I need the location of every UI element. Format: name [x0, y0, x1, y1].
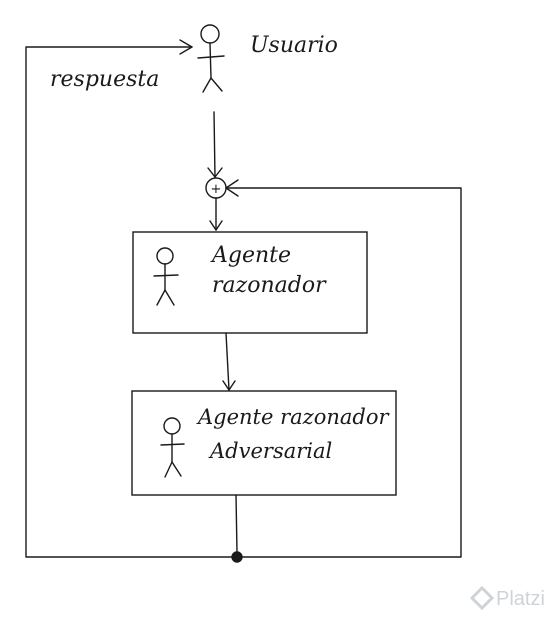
usuario-to-sum-arrow	[213, 111, 216, 178]
platzi-logo-icon	[469, 585, 495, 611]
adversarial-feedback-line	[227, 187, 462, 558]
agente-razonador-label-line1: Agente	[210, 243, 291, 268]
sum-symbol: +	[211, 182, 222, 197]
platzi-watermark-text: Platzi	[496, 588, 545, 610]
agente-adversarial-label-line2: Adversarial	[208, 439, 332, 463]
usuario-actor-icon	[197, 24, 225, 93]
sum-to-agente-arrowhead-icon	[209, 220, 223, 231]
bottom-junction-node	[231, 551, 243, 563]
agente-razonador-box	[132, 231, 368, 334]
adversarial-to-node-line	[235, 494, 238, 553]
agente-adversarial-actor-icon	[160, 417, 185, 478]
respuesta-label: respuesta	[50, 67, 159, 92]
usuario-to-sum-arrowhead-icon	[207, 167, 223, 178]
respuesta-arrowhead-icon	[179, 39, 193, 55]
agente-to-adversarial-arrowhead-icon	[222, 380, 236, 391]
respuesta-feedback-line	[25, 46, 238, 558]
agente-adversarial-box	[131, 390, 397, 496]
agente-razonador-actor-icon	[153, 247, 179, 306]
usuario-label: Usuario	[250, 33, 338, 58]
adversarial-feedback-arrowhead-icon	[225, 179, 239, 197]
agente-to-adversarial-arrow	[225, 332, 230, 391]
sum-junction-node: +	[205, 177, 227, 199]
platzi-watermark: Platzi	[469, 585, 545, 611]
agente-adversarial-label-line1: Agente razonador	[196, 405, 390, 429]
agente-razonador-label-line2: razonador	[212, 273, 327, 298]
